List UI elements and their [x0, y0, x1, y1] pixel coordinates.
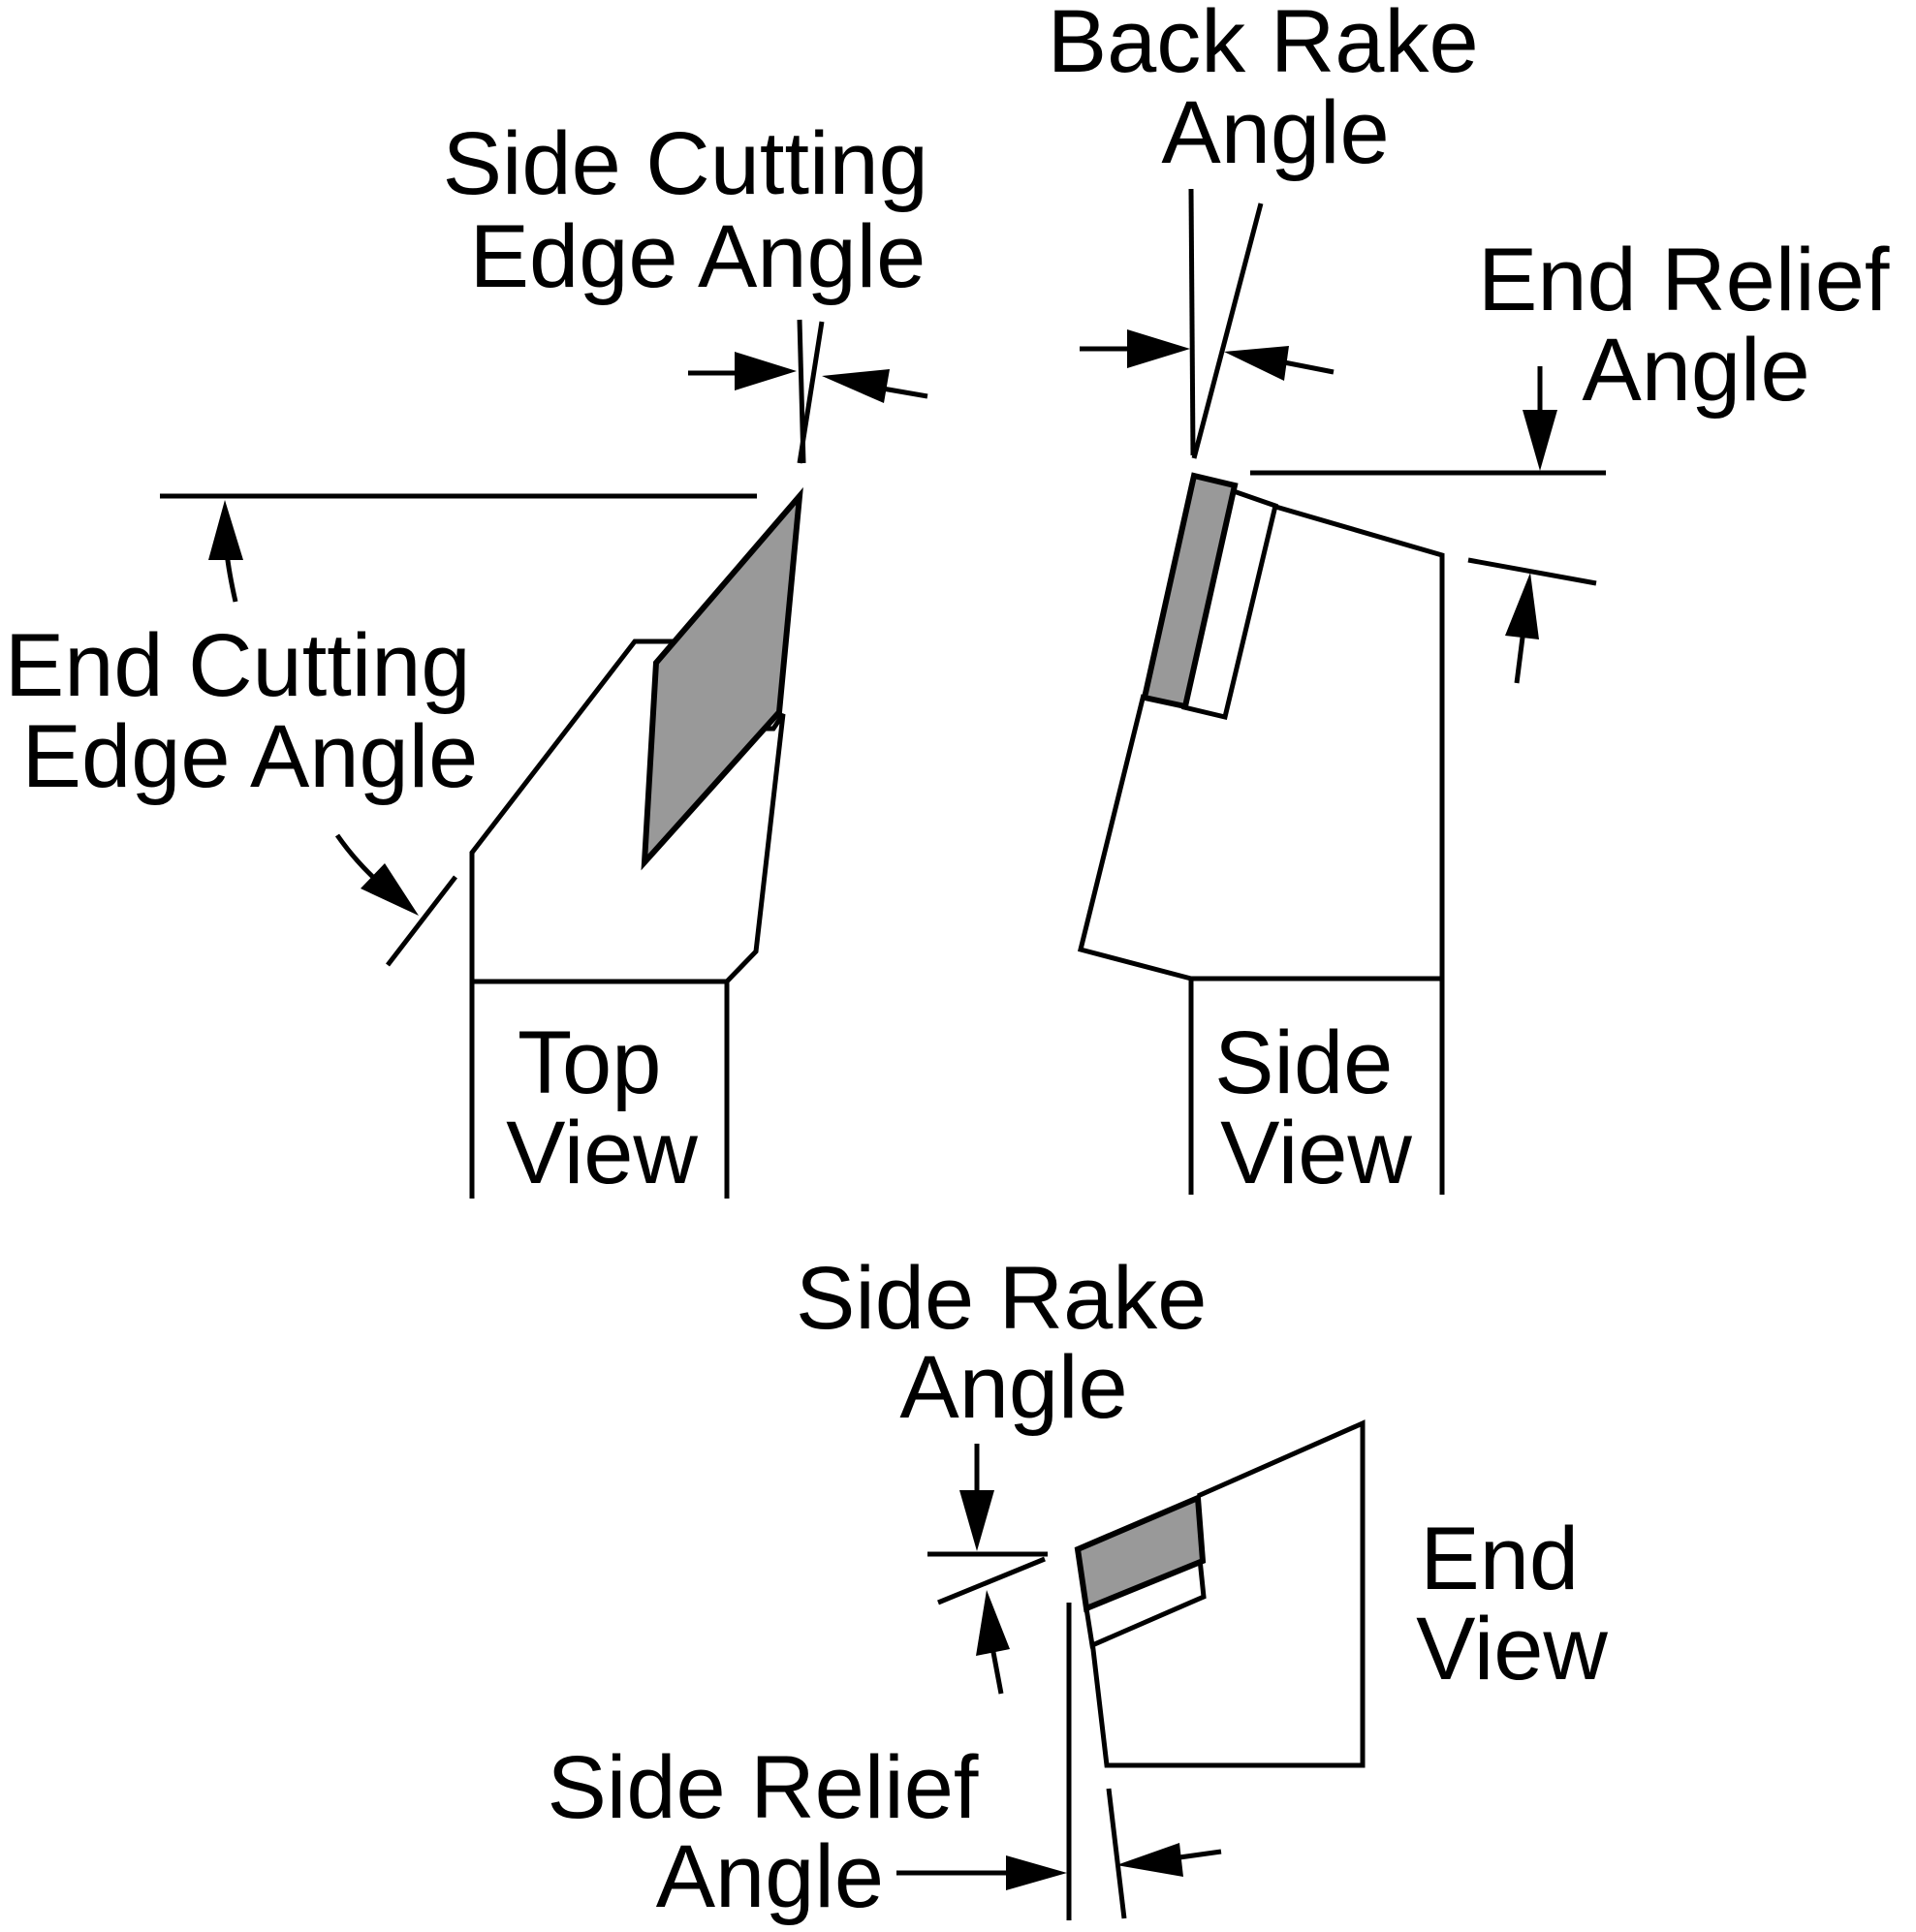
sra-bottom-arrow-shaft [989, 1646, 1004, 1695]
scea-edge-line [797, 321, 825, 464]
bra-rake-line [1191, 203, 1264, 459]
end-view-label: End View [1416, 1510, 1608, 1698]
ecea-edge-extension-line [386, 875, 457, 967]
bra-left-arrowhead [1127, 329, 1190, 368]
era-top-arrowhead [1523, 410, 1557, 471]
side-view-shank [1077, 503, 1445, 1195]
ecea-upper-arrowhead [208, 500, 243, 560]
end-view-insert [1074, 1493, 1207, 1613]
top-view-label: Top View [506, 1013, 698, 1202]
bra-label: Back Rake Angle [1048, 0, 1503, 182]
sdra-label-line2: Angle [656, 1827, 884, 1926]
bra-right-arrowhead [1224, 346, 1289, 381]
side-view-insert [1141, 472, 1239, 710]
era-label: End Relief Angle [1478, 231, 1914, 420]
side-view-label: Side View [1214, 1013, 1418, 1202]
ecea-lower-arrow-shaft [334, 833, 380, 884]
sdra-right-arrowhead [1116, 1843, 1183, 1877]
end-view [896, 1419, 1366, 1920]
era-bottom-arrowhead [1505, 573, 1539, 639]
scea-left-arrowhead [735, 352, 797, 390]
sdra-label-line1: Side Relief [548, 1738, 979, 1837]
era-bottom-arrow-shaft [1514, 629, 1526, 684]
labels: Side Cutting Edge Angle Back Rake Angle … [5, 0, 1914, 1926]
scea-label: Side Cutting Edge Angle [443, 114, 954, 306]
end-view-shank [1089, 1419, 1366, 1768]
sdra-relief-line [1106, 1788, 1127, 1919]
top-view [160, 319, 928, 1199]
sra-bottom-arrowhead [976, 1590, 1010, 1656]
bra-reference-line [1188, 188, 1196, 456]
top-view-insert [641, 486, 803, 871]
sdra-left-arrowhead [1006, 1855, 1067, 1890]
sra-label: Side Rake Angle [796, 1249, 1232, 1437]
ecea-label: End Cutting Edge Angle [5, 616, 495, 806]
era-relief-line [1467, 557, 1597, 586]
scea-right-arrowhead [822, 369, 890, 403]
ecea-lower-arrowhead [361, 863, 419, 916]
side-view [1077, 188, 1606, 1195]
sra-rake-line [937, 1556, 1046, 1605]
sra-top-arrowhead [959, 1490, 994, 1551]
bra-right-arrow-shaft [1283, 359, 1335, 375]
